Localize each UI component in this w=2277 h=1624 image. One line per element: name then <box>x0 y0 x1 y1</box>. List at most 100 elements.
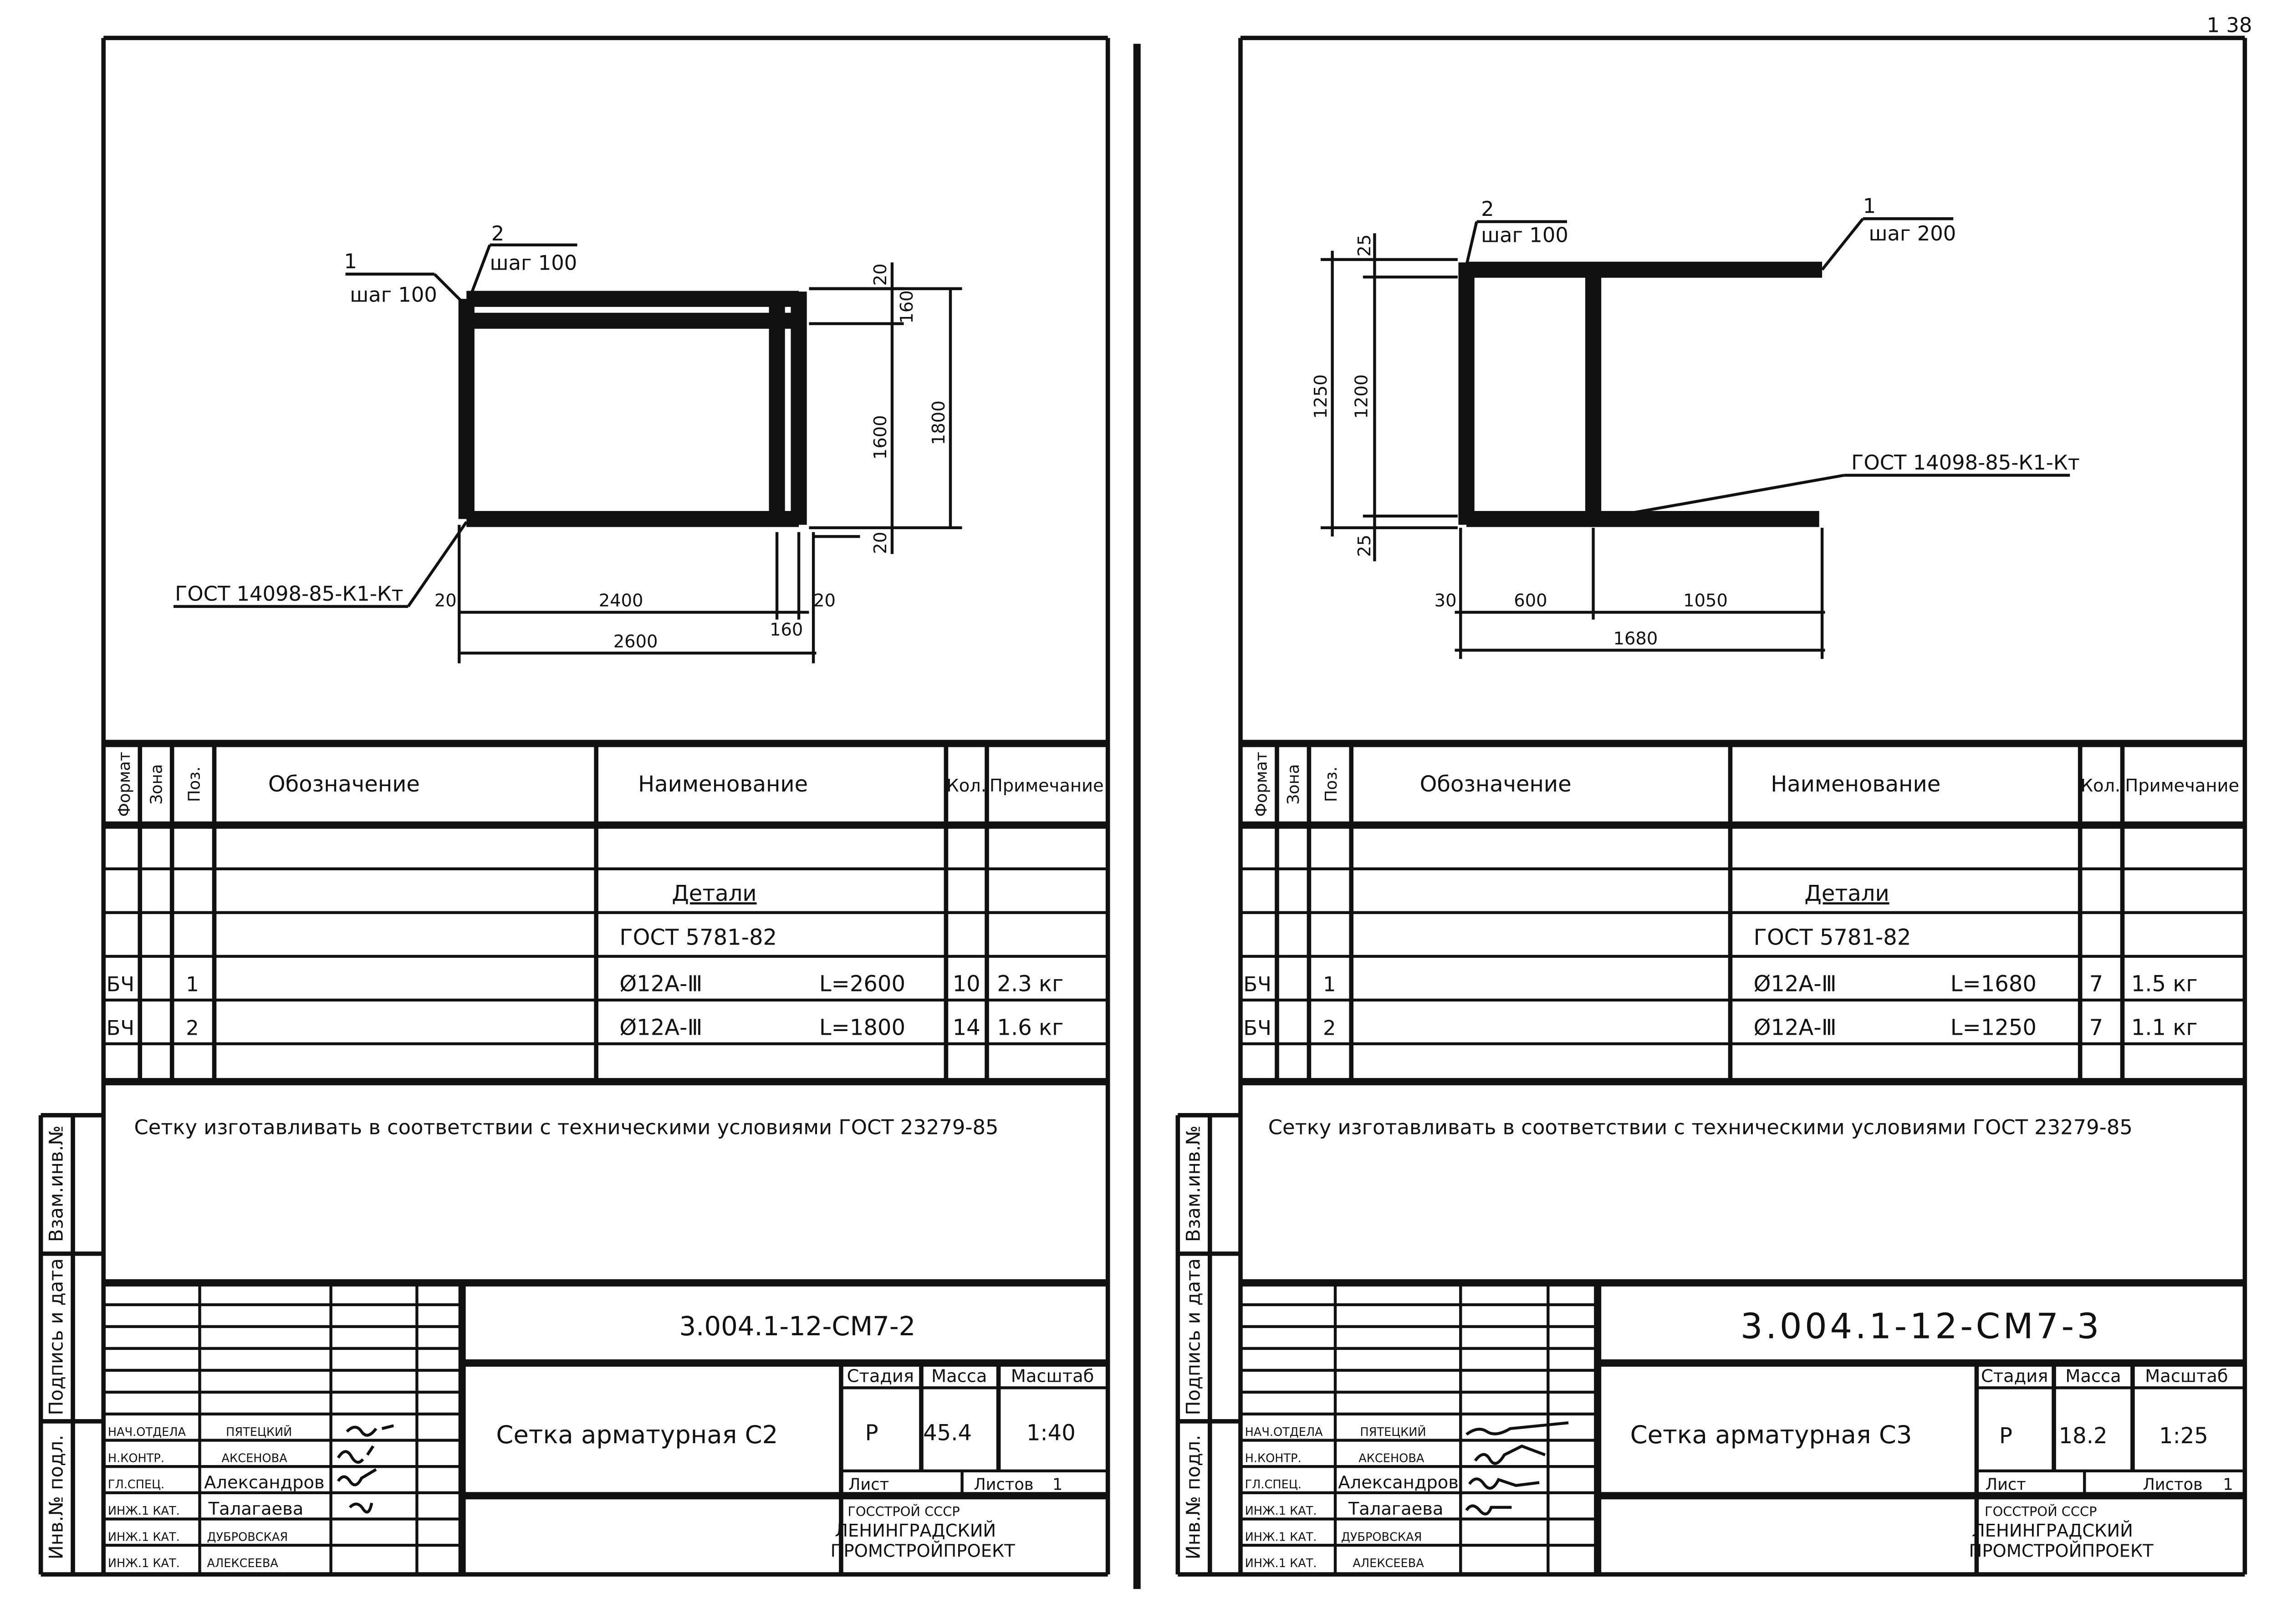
leader-2-number: 2 <box>1481 197 1494 221</box>
signature-scribbles <box>337 1424 394 1514</box>
person-4: Талагаева <box>208 1499 304 1519</box>
signatories: НАЧ.ОТДЕЛА ПЯТЕЦКИЙ Н.КОНТР. АКСЕНОВА ГЛ… <box>108 1425 325 1570</box>
row-2-quantity: 7 <box>2089 1015 2103 1041</box>
header-note: Примечание <box>990 776 1104 796</box>
org-line-1: ГОССТРОЙ СССР <box>1985 1504 2097 1519</box>
person-6: АЛЕКСЕЕВА <box>1353 1557 1424 1570</box>
section-details: Детали <box>672 881 756 906</box>
header-position: Поз. <box>185 766 204 802</box>
mesh-drawing: 2 шаг 100 1 шаг 200 ГОСТ 14098-85-К1-Кт … <box>1311 194 2080 659</box>
sheet-frame <box>1238 36 2247 1577</box>
org-line-3: ПРОМСТРОЙПРОЕКТ <box>1969 1540 2154 1562</box>
standard-ref: ГОСТ 5781-82 <box>619 924 777 950</box>
leader-2-step: шаг 100 <box>1481 223 1568 247</box>
dim-v-top: 25 <box>1354 235 1375 257</box>
dim-v-main: 1200 <box>1351 374 1372 419</box>
sheets-count: 1 <box>1052 1475 1062 1494</box>
row-2-quantity: 14 <box>953 1015 980 1041</box>
mass-label: Масса <box>931 1366 987 1387</box>
row-1-format: БЧ <box>107 972 134 996</box>
person-1: ПЯТЕЦКИЙ <box>226 1425 292 1439</box>
standard-ref: ГОСТ 5781-82 <box>1754 924 1911 950</box>
row-1-length: L=1680 <box>1950 971 2037 997</box>
table-row: БЧ 1 Ø12А-Ⅲ L=2600 10 2.3 кг <box>107 971 1064 997</box>
person-2: АКСЕНОВА <box>222 1452 288 1466</box>
mesh-drawing: 1 шаг 100 2 шаг 100 ГОСТ 14098-85-К1-Кт … <box>173 221 962 664</box>
manufacturing-note: Сетку изготавливать в соответствии с тех… <box>1268 1115 2133 1139</box>
dim-v-bottom: 20 <box>870 532 891 554</box>
leader-1-number: 1 <box>344 249 357 273</box>
scale-value: 1:25 <box>2159 1423 2208 1449</box>
document-code: 3.004.1-12-СМ7-3 <box>1741 1307 2102 1347</box>
sheet-frame <box>101 36 1141 1589</box>
role-1: НАЧ.ОТДЕЛА <box>1245 1425 1323 1439</box>
row-2-note: 1.1 кг <box>2131 1015 2198 1041</box>
row-2-position: 2 <box>186 1016 199 1040</box>
header-position: Поз. <box>1322 766 1341 802</box>
role-6: ИНЖ.1 КАТ. <box>1245 1557 1317 1570</box>
mass-value: 45.4 <box>923 1420 972 1446</box>
role-5: ИНЖ.1 КАТ. <box>1245 1530 1317 1544</box>
spec-table: Формат Зона Поз. Обозначение Наименовани… <box>103 740 1108 1086</box>
weld-standard: ГОСТ 14098-85-К1-Кт <box>1851 450 2080 475</box>
role-6: ИНЖ.1 КАТ. <box>108 1557 180 1570</box>
header-designation: Обозначение <box>268 771 420 797</box>
dim-v-total: 1800 <box>929 400 949 445</box>
side-strip: Взам.инв.№ Подпись и дата Инв.№ подл. <box>38 1113 104 1577</box>
dim-v-top: 20 <box>870 264 891 286</box>
dim-end: 160 <box>770 620 803 640</box>
sheet-right: Взам.инв.№ Подпись и дата Инв.№ подл. 2 … <box>1175 36 2247 1577</box>
row-1-name: Ø12А-Ⅲ <box>1754 971 1837 997</box>
dim-main: 2400 <box>599 591 643 611</box>
leader-1-step: шаг 200 <box>1869 221 1956 245</box>
spec-table: Формат Зона Поз. Обозначение Наименовани… <box>1240 740 2245 1086</box>
row-1-length: L=2600 <box>819 971 905 997</box>
side-label-signature: Подпись и дата <box>1182 1258 1204 1415</box>
scale-label: Масштаб <box>1011 1366 1094 1387</box>
stage-value: Р <box>865 1420 878 1446</box>
scale-label: Масштаб <box>2145 1366 2228 1387</box>
person-6: АЛЕКСЕЕВА <box>207 1557 279 1570</box>
person-2: АКСЕНОВА <box>1358 1452 1424 1466</box>
stage-label: Стадия <box>847 1366 914 1387</box>
person-4: Талагаева <box>1348 1499 1444 1519</box>
role-3: ГЛ.СПЕЦ. <box>108 1478 164 1491</box>
org-line-1: ГОССТРОЙ СССР <box>847 1504 960 1519</box>
mass-label: Масса <box>2065 1366 2121 1387</box>
dim-total: 2600 <box>613 631 658 652</box>
header-name: Наименование <box>638 771 808 797</box>
row-1-format: БЧ <box>1243 972 1271 996</box>
side-label-replacement: Взам.инв.№ <box>1182 1125 1204 1242</box>
dim-left: 20 <box>434 591 457 611</box>
drawing-title: Сетка арматурная С3 <box>1630 1420 1912 1449</box>
page-number: 1 38 <box>2207 13 2252 37</box>
header-zone: Зона <box>147 764 166 805</box>
section-details: Детали <box>1804 881 1889 906</box>
header-designation: Обозначение <box>1420 771 1572 797</box>
dim-v-main: 1600 <box>870 415 891 460</box>
dim-right: 20 <box>813 591 836 611</box>
leader-1-step: шаг 100 <box>350 283 437 307</box>
manufacturing-note: Сетку изготавливать в соответствии с тех… <box>134 1115 998 1139</box>
header-quantity: Кол. <box>946 776 986 796</box>
dim-main: 600 <box>1514 591 1547 611</box>
dim-v-bottom: 25 <box>1354 535 1375 557</box>
row-2-length: L=1800 <box>819 1015 905 1041</box>
sheet-label: Лист <box>1986 1475 2026 1494</box>
person-3: Александров <box>1338 1472 1458 1493</box>
header-format: Формат <box>1252 752 1271 817</box>
dim-right: 1050 <box>1683 591 1728 611</box>
dim-total: 1680 <box>1613 628 1658 649</box>
role-2: Н.КОНТР. <box>1245 1452 1302 1466</box>
role-5: ИНЖ.1 КАТ. <box>108 1530 180 1544</box>
side-label-inventory: Инв.№ подл. <box>1182 1435 1204 1559</box>
header-zone: Зона <box>1284 764 1303 805</box>
org-line-2: ЛЕНИНГРАДСКИЙ <box>1972 1520 2133 1541</box>
role-4: ИНЖ.1 КАТ. <box>1245 1504 1317 1518</box>
row-1-name: Ø12А-Ⅲ <box>619 971 702 997</box>
header-note: Примечание <box>2125 776 2239 796</box>
row-1-note: 1.5 кг <box>2131 971 2198 997</box>
dim-v-inner: 160 <box>897 290 917 323</box>
table-row: БЧ 2 Ø12А-Ⅲ L=1250 7 1.1 кг <box>1243 1015 2197 1041</box>
org-line-2: ЛЕНИНГРАДСКИЙ <box>835 1520 996 1541</box>
